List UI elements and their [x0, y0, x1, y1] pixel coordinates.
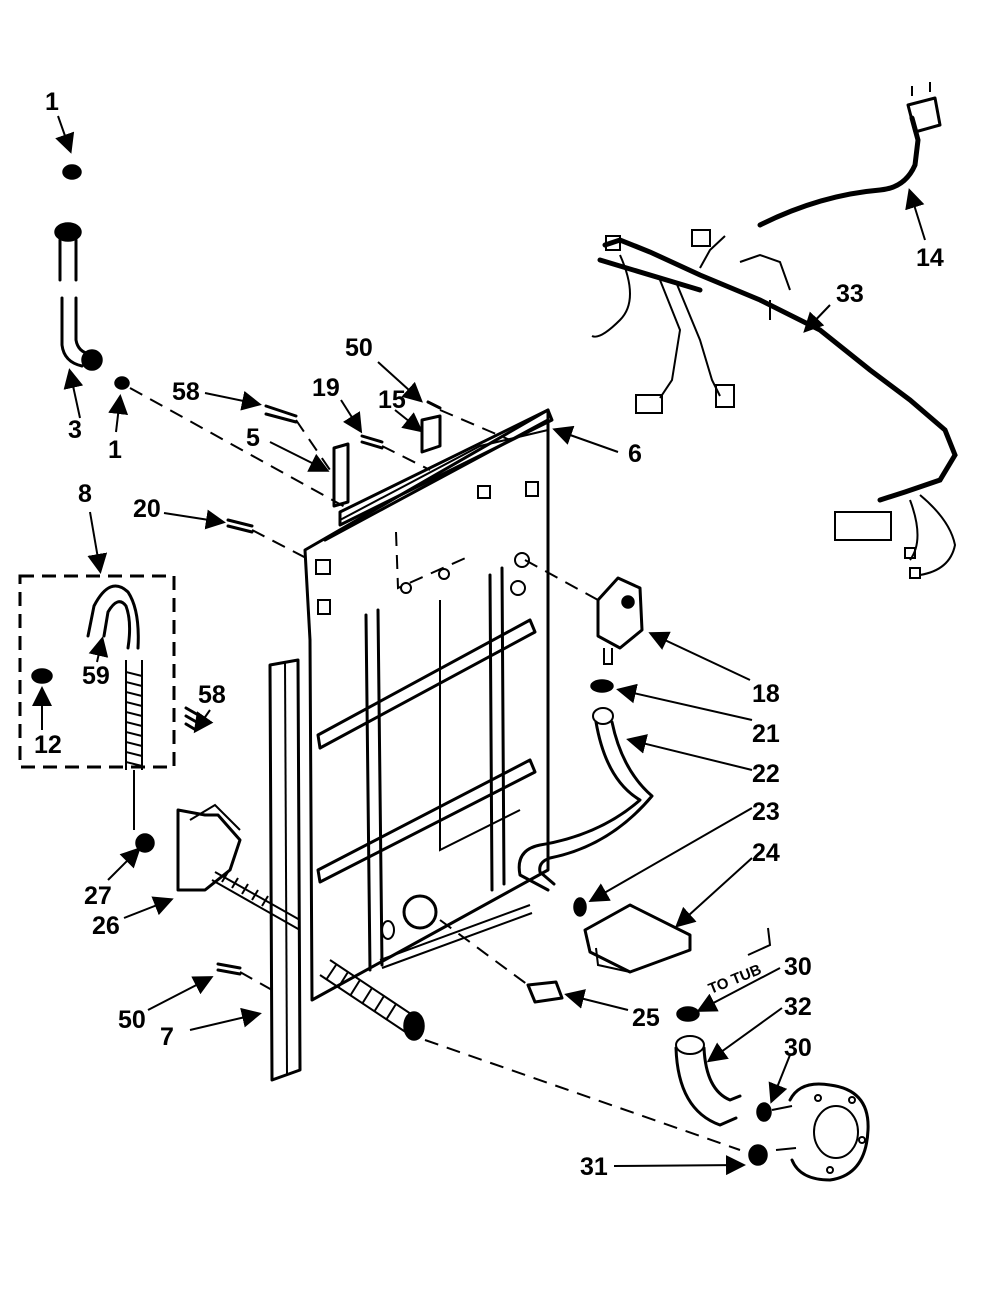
callout-25: 25: [632, 1004, 660, 1032]
callout-24: 24: [752, 839, 780, 867]
callout-6: 6: [628, 440, 642, 468]
pump-housing: [771, 1082, 870, 1182]
part-14-plug: [757, 82, 942, 228]
callout-31: 31: [580, 1153, 608, 1181]
part-23-clamp: [573, 897, 587, 917]
part-50-screw-lower: [216, 962, 242, 976]
grommet: [402, 894, 438, 930]
callout-30-upper: 30: [784, 953, 812, 981]
callout-20: 20: [133, 495, 161, 523]
assembly-line-switch: [524, 559, 599, 601]
callout-50-upper: 50: [345, 334, 373, 362]
assembly-line-fitting: [129, 387, 346, 508]
part-24-bracket: [583, 903, 692, 974]
part-6-rear-panel: [303, 408, 554, 1002]
part-32-hose: [674, 1006, 772, 1166]
part-21-clamp: [590, 679, 614, 693]
callout-26: 26: [92, 912, 120, 940]
callout-3: 3: [68, 416, 82, 444]
callout-32: 32: [784, 993, 812, 1021]
part-15-clip: [420, 414, 442, 454]
callout-1-top: 1: [45, 88, 59, 116]
callout-50-lower: 50: [118, 1006, 146, 1034]
callout-18: 18: [752, 680, 780, 708]
callout-21: 21: [752, 720, 780, 748]
callout-5: 5: [246, 424, 260, 452]
part-5-clip: [332, 442, 350, 508]
assembly-line-sensor: [439, 919, 529, 986]
part-3-fill-hose: [54, 222, 130, 390]
callout-19: 19: [312, 374, 340, 402]
assembly-line-50: [439, 409, 511, 441]
to-tub-arrow: [747, 927, 772, 956]
callout-8: 8: [78, 480, 92, 508]
callout-7: 7: [160, 1023, 174, 1051]
callout-22: 22: [752, 760, 780, 788]
leader-lines: [32, 115, 926, 1176]
callout-14: 14: [916, 244, 944, 272]
callout-59: 59: [82, 662, 110, 690]
callout-23: 23: [752, 798, 780, 826]
part-26-pump: [176, 803, 301, 931]
part-8-kit-box: [18, 574, 176, 830]
part-50-screw-upper: [426, 400, 442, 410]
part-20-screw: [226, 518, 254, 534]
drain-hose-lower: [319, 959, 425, 1041]
part-25-sensor: [526, 980, 564, 1004]
part-27-clamp: [135, 833, 155, 853]
callout-58-lower: 58: [198, 681, 226, 709]
part-19-screw: [360, 434, 384, 450]
assembly-line-20: [251, 529, 311, 561]
assembly-line-50-lower: [239, 971, 273, 991]
callout-27: 27: [84, 882, 112, 910]
callout-12: 12: [34, 731, 62, 759]
part-33-wire-harness: [591, 229, 958, 579]
callout-1-mid: 1: [108, 436, 122, 464]
part-22-hose: [517, 707, 654, 892]
part-58-screw-upper: [264, 404, 298, 424]
rod: [379, 904, 533, 969]
callout-15: 15: [378, 386, 406, 414]
part-1-nut: [62, 164, 82, 180]
callout-30-lower: 30: [784, 1034, 812, 1062]
part-7-bracket: [268, 658, 302, 1082]
callout-33: 33: [836, 280, 864, 308]
assembly-line-drain: [424, 1039, 741, 1151]
assembly-line-19: [381, 445, 431, 471]
plug: [381, 920, 395, 940]
callout-58-upper: 58: [172, 378, 200, 406]
part-18-switch: [596, 576, 644, 665]
